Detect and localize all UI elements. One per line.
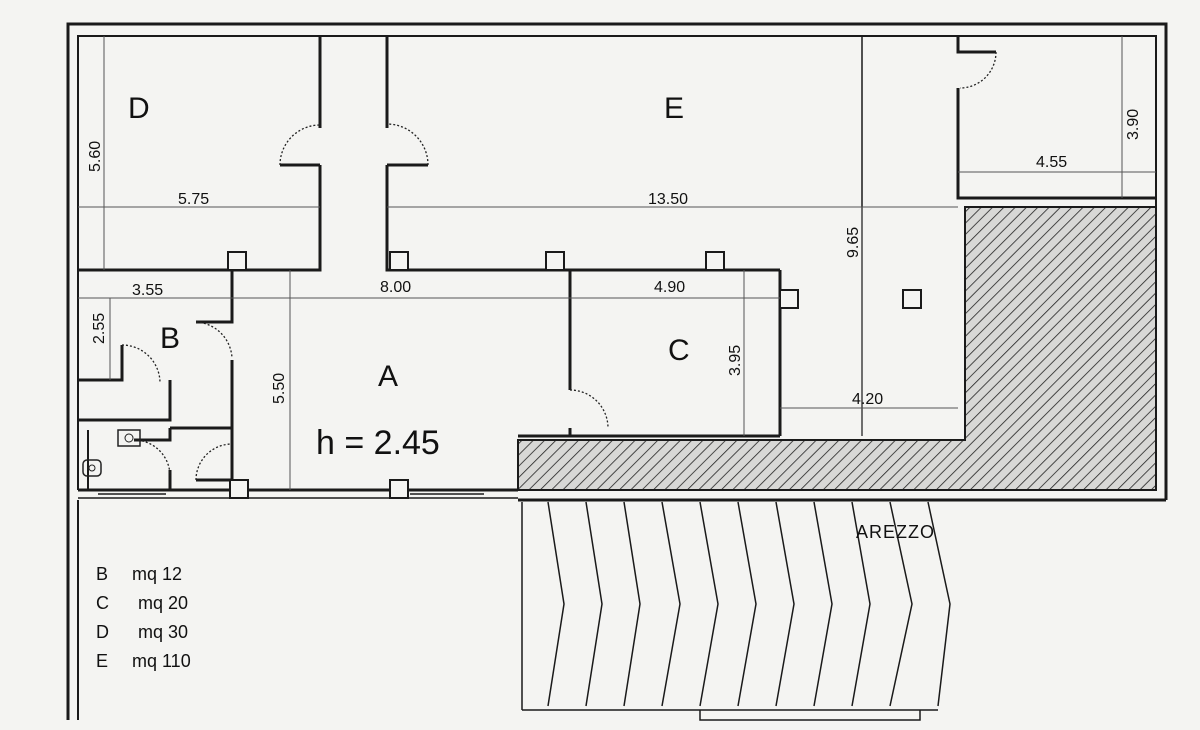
legend-area: mq 30: [138, 622, 188, 642]
sink-icon: [117, 429, 141, 447]
dim-e-width: 13.50: [648, 191, 688, 208]
dim-c-height: 3.95: [727, 345, 744, 376]
dimension-lines: [78, 36, 1156, 490]
hatched-terrace: [517, 206, 1157, 491]
room-label-e: E: [664, 92, 684, 125]
dim-top-right-width: 4.55: [1036, 154, 1067, 171]
legend-room: B: [96, 564, 108, 584]
street-label: AREZZO: [856, 522, 935, 542]
legend-room: C: [96, 593, 109, 613]
dim-d-width: 5.75: [178, 191, 209, 208]
dim-b-height: 2.55: [91, 313, 108, 344]
dim-b-width: 3.55: [132, 282, 163, 299]
door-swings: [121, 51, 997, 481]
legend-area: mq 110: [132, 651, 191, 671]
dim-top-right-height: 3.90: [1125, 109, 1142, 140]
dim-c-width: 4.90: [654, 279, 685, 296]
room-label-b: B: [160, 322, 180, 355]
legend-area: mq 12: [132, 564, 182, 584]
south-wall: [78, 488, 1166, 502]
dim-d-height: 5.60: [87, 141, 104, 172]
dim-right-width: 4.20: [852, 391, 883, 408]
dim-a-height: 5.50: [271, 373, 288, 404]
columns: [227, 251, 922, 499]
room-label-a: A: [378, 360, 398, 393]
ceiling-height-label: h = 2.45: [316, 424, 440, 462]
dim-a-width: 8.00: [380, 279, 411, 296]
dim-e-height: 9.65: [845, 227, 862, 258]
legend-room: E: [96, 651, 108, 671]
room-label-c: C: [668, 334, 690, 367]
room-label-d: D: [128, 92, 150, 125]
legend-room: D: [96, 622, 109, 642]
area-legend: B mq 12 C mq 20 D mq 30 E mq 110: [96, 564, 191, 671]
toilet-icon: [82, 459, 102, 477]
staircase: [521, 501, 951, 721]
legend-area: mq 20: [138, 593, 188, 613]
